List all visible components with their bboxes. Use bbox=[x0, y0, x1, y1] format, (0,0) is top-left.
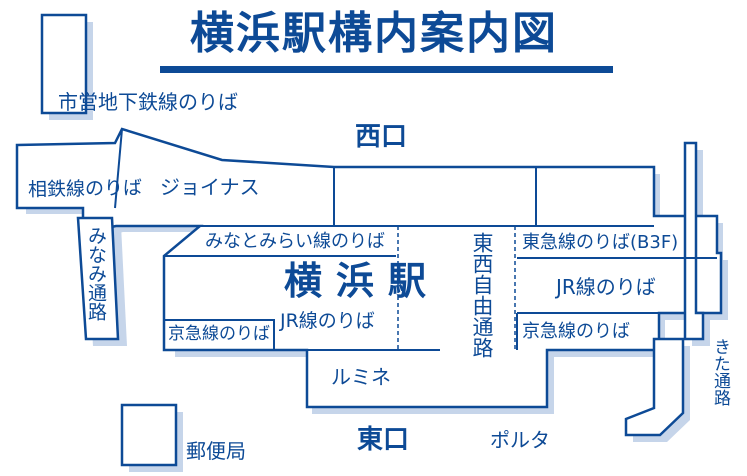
joinus-label: ジョイナス bbox=[160, 175, 260, 199]
jr-right-label: JR線のりば bbox=[556, 275, 656, 299]
west-exit-label: 西口 bbox=[355, 122, 408, 152]
subway-label: 市営地下鉄線のりば bbox=[58, 90, 238, 114]
minami-passage-label: みなみ通路 bbox=[85, 226, 107, 321]
minatomirai-label: みなとみらい線のりば bbox=[205, 231, 385, 252]
keikyu-right-label: 京急線のりば bbox=[522, 321, 630, 342]
map-title: 横浜駅構内案内図 bbox=[190, 8, 558, 59]
post-office-label: 郵便局 bbox=[186, 439, 246, 463]
tokyu-label: 東急線のりば(B3F) bbox=[522, 232, 679, 253]
title-underline bbox=[160, 66, 613, 73]
post-office-building bbox=[120, 403, 178, 467]
station-name: 横浜駅 bbox=[284, 259, 441, 303]
divider-sotetsu-joinus bbox=[114, 128, 123, 209]
kita-passage bbox=[624, 141, 705, 437]
minami-passage bbox=[76, 216, 120, 341]
jr-left-label: JR線のりば bbox=[280, 310, 375, 332]
sotetsu-label: 相鉄線のりば bbox=[27, 177, 143, 201]
east-west-passage-label: 東西自由通路 bbox=[470, 232, 494, 358]
porta-label: ポルタ bbox=[490, 428, 550, 452]
east-exit-label: 東口 bbox=[357, 425, 410, 455]
lumine-label: ルミネ bbox=[331, 365, 391, 389]
keikyu-left-label: 京急線のりば bbox=[168, 324, 270, 344]
kita-passage-label: きた通路 bbox=[710, 338, 730, 406]
subway-building bbox=[40, 13, 88, 115]
